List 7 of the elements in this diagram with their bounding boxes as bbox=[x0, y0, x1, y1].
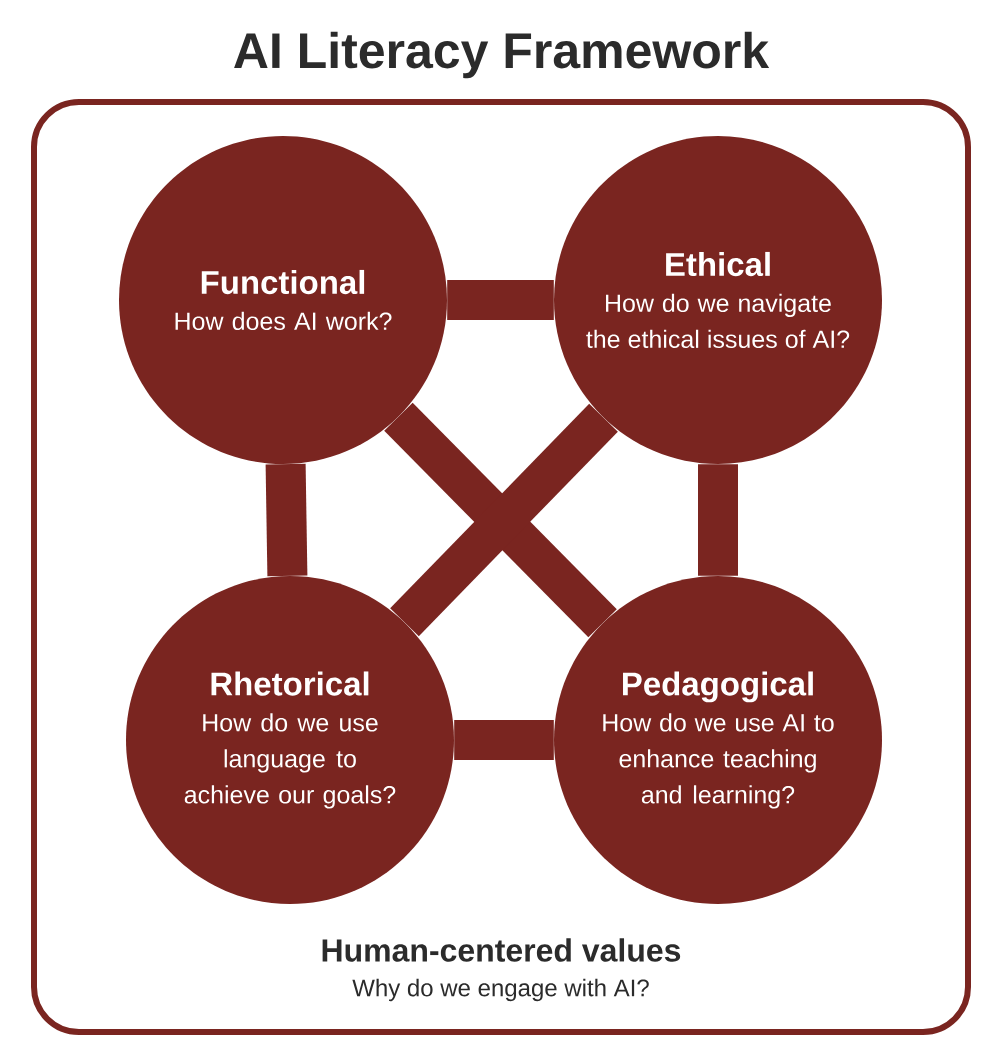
subtitle: Why do we engage with AI? bbox=[352, 978, 649, 1002]
connector-bar bbox=[265, 463, 308, 577]
heading: Human-centered values bbox=[322, 938, 681, 962]
connector-bar bbox=[698, 464, 738, 576]
connector-bar bbox=[454, 720, 554, 760]
title: AI Literacy Framework bbox=[234, 31, 770, 79]
connector-bar bbox=[447, 280, 554, 320]
